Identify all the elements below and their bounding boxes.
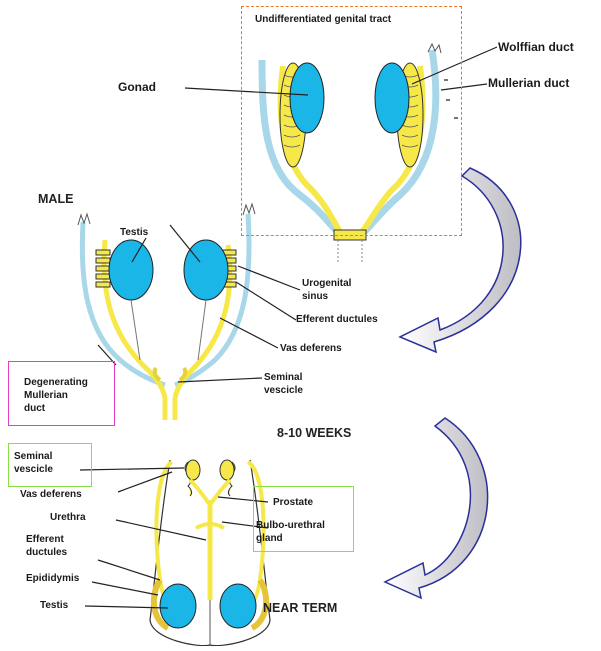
urogenital-sinus-label-2: sinus [302, 291, 328, 303]
degenerating-label-2: Mullerian [24, 390, 68, 402]
testis-label: Testis [120, 227, 148, 239]
urogenital-sinus-label-1: Urogenital [302, 278, 351, 290]
male-urethra [165, 398, 175, 420]
degenerating-label-3: duct [24, 403, 45, 415]
nt-bulbo-label-2: gland [256, 533, 283, 545]
nt-prostate-label: Prostate [273, 497, 313, 509]
male-testis-right [184, 240, 228, 300]
nt-efferent-label-2: ductules [26, 547, 67, 559]
efferent-ductules-label: Efferent ductules [296, 314, 378, 326]
nt-bulbo-label-1: Bulbo-urethral [256, 520, 325, 532]
nt-seminal-label-2: vescicle [14, 464, 53, 476]
urogenital-sinus-lines [338, 240, 362, 262]
male-seminal-label-2: vescicle [264, 385, 303, 397]
male-seminal-label-1: Seminal [264, 372, 302, 384]
undifferentiated-box [241, 6, 462, 236]
near-term-drawing [150, 460, 270, 646]
nt-testis-label: Testis [40, 600, 68, 612]
nt-urethra-label: Urethra [50, 512, 86, 524]
gonad-label: Gonad [118, 80, 156, 94]
nt-epididymis-label: Epididymis [26, 573, 79, 585]
vas-deferens-label: Vas deferens [280, 343, 342, 355]
degenerating-label-1: Degenerating [24, 377, 88, 389]
male-mullerian-right [175, 214, 249, 385]
wolffian-duct-label: Wolffian duct [498, 40, 574, 54]
stage-8-10-weeks: 8-10 WEEKS [277, 426, 351, 441]
male-testis-left [109, 240, 153, 300]
nt-seminal-label-1: Seminal [14, 451, 52, 463]
stage-near-term: NEAR TERM [263, 601, 337, 616]
nt-vas-deferens-label: Vas deferens [20, 489, 82, 501]
curved-arrow-bottom [385, 418, 488, 598]
nt-efferent-label-1: Efferent [26, 534, 64, 546]
mullerian-duct-label: Mullerian duct [488, 76, 569, 90]
nt-testis-right [220, 584, 256, 628]
male-title: MALE [38, 192, 73, 207]
undifferentiated-title: Undifferentiated genital tract [255, 14, 391, 26]
nt-testis-left [160, 584, 196, 628]
